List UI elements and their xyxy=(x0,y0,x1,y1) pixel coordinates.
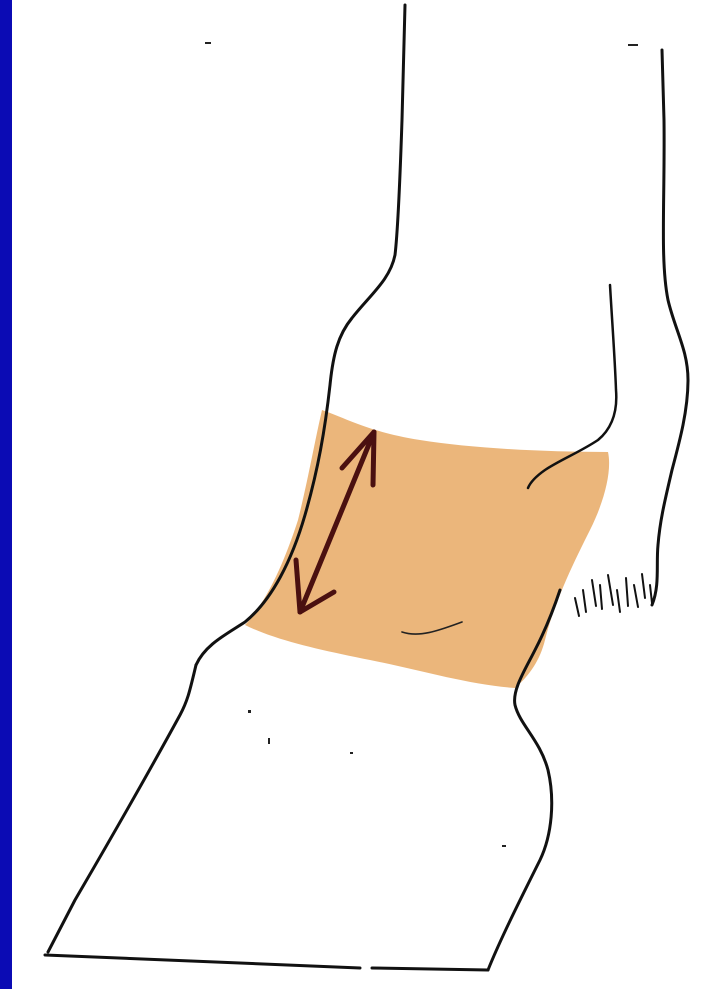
hoof-sole-line-right xyxy=(372,968,488,970)
hoof-sole-line xyxy=(45,955,360,968)
leg-back-outline xyxy=(652,50,688,605)
highlighted-pastern-region xyxy=(245,410,609,688)
hoof-front-wall xyxy=(48,665,196,952)
heel-hair-marks xyxy=(575,574,652,616)
